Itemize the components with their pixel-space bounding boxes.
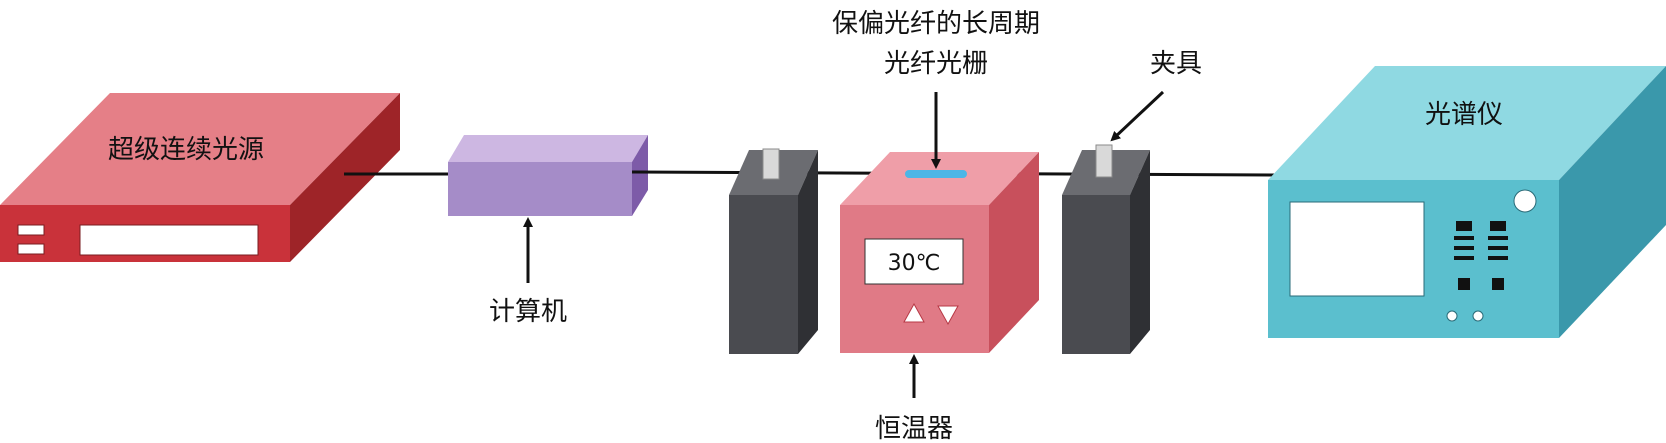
spectrometer-device: 光谱仪 xyxy=(1268,66,1666,338)
right-clamp-holder xyxy=(1095,144,1113,178)
right-clamp xyxy=(1062,144,1150,354)
spectrometer-key xyxy=(1488,246,1508,250)
light-source-top-face xyxy=(0,93,400,205)
spectrometer-power-knob xyxy=(1513,189,1537,213)
spectrometer-key xyxy=(1490,221,1506,231)
spectrometer-key xyxy=(1454,246,1474,250)
computer-side-face xyxy=(632,135,648,216)
spectrometer-key xyxy=(1456,221,1472,231)
spectrometer-key xyxy=(1458,278,1470,290)
spectrometer-port-2 xyxy=(1472,310,1484,322)
annotation-labels: 保偏光纤的长周期 光纤光栅 夹具 计算机 恒温器 xyxy=(489,9,1202,443)
spectrometer-key-grid xyxy=(1454,221,1508,290)
clamp-arrow xyxy=(1110,90,1165,142)
light-source-device: 超级连续光源 xyxy=(0,93,400,262)
right-clamp-side-face xyxy=(1130,150,1150,354)
thermostat-device: 30℃ xyxy=(840,152,1039,353)
thermostat-label: 恒温器 xyxy=(875,414,953,443)
spectrometer-top-face xyxy=(1268,66,1666,180)
thermostat-top-face xyxy=(840,152,1039,205)
temperature-down-icon xyxy=(937,305,959,326)
left-clamp-side-face xyxy=(798,150,818,354)
spectrometer-key xyxy=(1488,236,1508,240)
light-source-button-1 xyxy=(17,224,45,236)
grating-label-line1: 保偏光纤的长周期 xyxy=(832,9,1040,39)
light-source-label: 超级连续光源 xyxy=(108,135,264,165)
right-clamp-front-face xyxy=(1062,195,1130,354)
spectrometer-label: 光谱仪 xyxy=(1425,100,1503,130)
left-clamp-front-face xyxy=(729,195,798,354)
thermostat-side-face xyxy=(989,152,1039,353)
temperature-up-icon xyxy=(903,302,925,323)
spectrometer-side-face xyxy=(1559,66,1666,338)
grating-label-line2: 光纤光栅 xyxy=(884,49,988,79)
spectrometer-key xyxy=(1492,278,1504,290)
left-clamp-holder xyxy=(762,148,780,180)
annotation-arrows xyxy=(523,90,1165,398)
left-clamp xyxy=(729,148,818,354)
clamp-label: 夹具 xyxy=(1150,49,1202,79)
long-period-fiber-grating xyxy=(905,170,967,178)
spectrometer-key xyxy=(1454,256,1474,260)
light-source-side-face xyxy=(290,93,400,262)
computer-front-face xyxy=(448,162,632,216)
spectrometer-screen xyxy=(1289,201,1425,297)
spectrometer-key xyxy=(1488,256,1508,260)
computer-device xyxy=(448,135,648,216)
computer-top-face xyxy=(448,135,648,162)
light-source-display-slot xyxy=(79,224,259,256)
computer-label: 计算机 xyxy=(489,297,567,327)
spectrometer-port-1 xyxy=(1446,310,1458,322)
light-source-button-2 xyxy=(17,243,45,255)
spectrometer-key xyxy=(1454,236,1474,240)
temperature-display xyxy=(864,238,964,285)
temperature-readout: 30℃ xyxy=(888,251,941,276)
